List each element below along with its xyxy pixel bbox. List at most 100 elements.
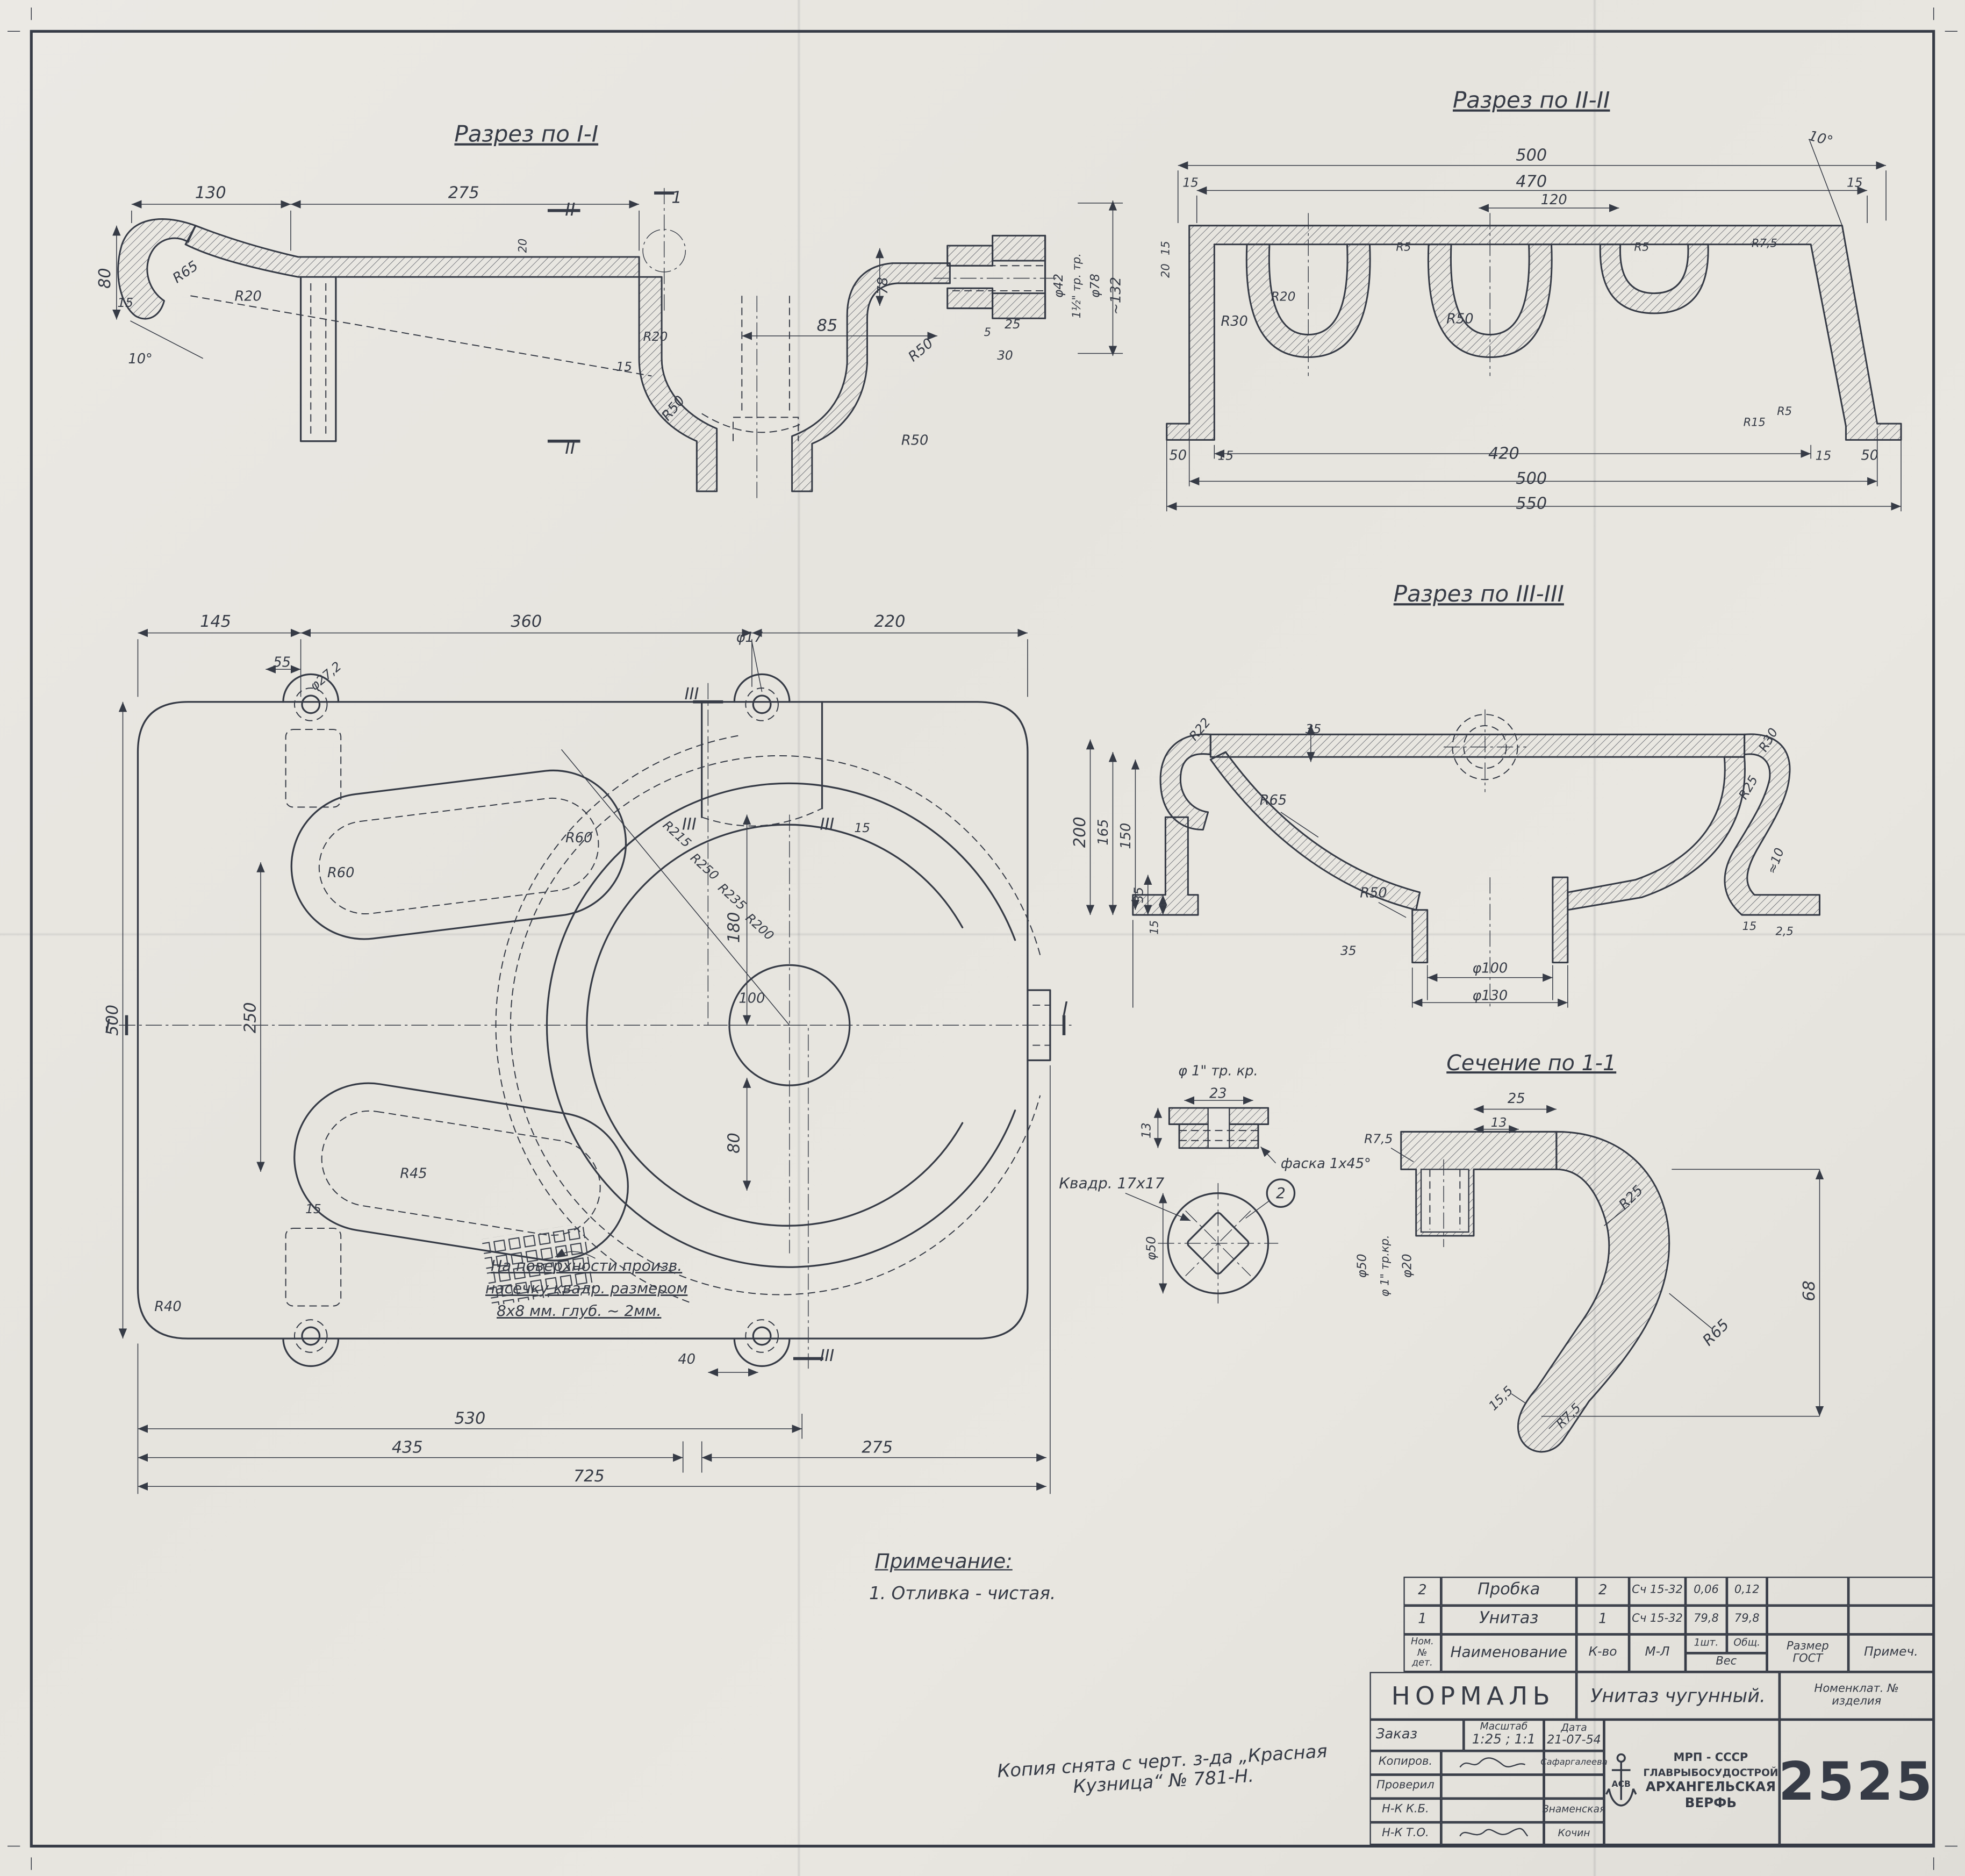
foot-pad-lower	[293, 1082, 629, 1262]
dim-label: 35	[1340, 944, 1357, 958]
deck-and-feet-section	[1166, 225, 1902, 441]
dim-label: 250	[241, 1002, 260, 1033]
crop-marks	[7, 7, 1957, 1870]
part-row-weight-one: 0,06	[1686, 1577, 1727, 1606]
tapped-hole	[1420, 1169, 1469, 1233]
dim-label: 55	[273, 654, 291, 670]
dim-label: R200	[743, 911, 777, 943]
dim-label: R50	[1360, 885, 1387, 901]
dim-label: насечку квадр. размером	[485, 1279, 687, 1297]
header-weight-total: Общ.	[1726, 1634, 1767, 1653]
dim-label: φ 1" тр.кр.	[1378, 1235, 1391, 1297]
dim-label: 360	[511, 612, 542, 631]
dim-label: Квадр. 17х17	[1059, 1174, 1164, 1192]
part-balloon	[1266, 1178, 1296, 1208]
funnel-wall	[1411, 909, 1429, 964]
dim-label: 15	[305, 1202, 321, 1216]
part-row-size	[1767, 1577, 1849, 1606]
funnel-right-wall	[791, 262, 951, 492]
header-weight-one: 1шт.	[1686, 1634, 1727, 1653]
signature-copied	[1459, 1757, 1526, 1767]
dim-label: Разрез по I-I	[454, 120, 598, 147]
dim-label: 15	[1159, 241, 1172, 255]
dim-label: 35	[1306, 722, 1322, 736]
dim-label: III	[820, 1347, 834, 1365]
header-material: М-Л	[1629, 1634, 1686, 1672]
role-name	[1544, 1774, 1604, 1799]
dim-label: φ100	[1472, 960, 1508, 976]
dim-label: 50	[1861, 448, 1878, 464]
dim-label: 120	[1541, 192, 1567, 208]
dim-label: φ78	[1088, 274, 1102, 298]
dim-label: φ 1" тр. кр.	[1178, 1063, 1258, 1079]
dim-label: 2,5	[1776, 925, 1794, 937]
dim-label: I	[1063, 999, 1068, 1020]
dim-label: 165	[1095, 819, 1111, 846]
dim-label: R20	[234, 289, 261, 305]
funnel-wall	[1552, 876, 1569, 964]
knurl-grid	[481, 1223, 594, 1306]
rim-hook-section	[1517, 1130, 1670, 1453]
outlet-wall	[946, 287, 994, 310]
part-row-weight-total: 79,8	[1726, 1605, 1767, 1635]
org-line: МРП - СССР	[1673, 1752, 1748, 1765]
dim-label: R65	[1699, 1316, 1732, 1349]
dim-label: 30	[997, 348, 1013, 363]
dim-label: 130	[195, 183, 226, 202]
dim-label: 20	[1159, 263, 1172, 278]
dim-label: R5	[1634, 240, 1649, 253]
signature-cell	[1441, 1822, 1544, 1845]
dim-label: φ50	[1144, 1236, 1159, 1261]
product-title: Унитаз чугунный.	[1576, 1672, 1780, 1720]
dim-label: 8х8 мм. глуб. ~ 2мм.	[497, 1302, 661, 1320]
dim-label: φ130	[1472, 988, 1508, 1004]
dim-label: 15	[1742, 920, 1757, 933]
part-row-note	[1848, 1577, 1934, 1606]
header-qty: К-во	[1576, 1634, 1630, 1672]
part-row-size	[1767, 1605, 1849, 1635]
dim-label: 530	[454, 1409, 485, 1428]
dim-label: R40	[154, 1299, 181, 1315]
dim-label: R50	[901, 433, 928, 449]
part-row-material: Сч 15-32	[1629, 1605, 1686, 1635]
part-row-qty: 1	[1576, 1605, 1630, 1635]
dim-label: 150	[1118, 823, 1134, 849]
inlet-channel	[701, 701, 823, 818]
part-row-num: 2	[1403, 1577, 1442, 1606]
dim-label: 15	[1816, 449, 1832, 463]
role-label: Н-К К.Б.	[1369, 1798, 1442, 1823]
dim-label: 23	[1209, 1085, 1227, 1101]
spigot-wall	[992, 292, 1046, 319]
dim-label: 500	[1516, 146, 1547, 164]
dim-label: 78	[875, 277, 891, 295]
dim-label: Сечение по 1-1	[1446, 1051, 1616, 1076]
dim-label: R250	[687, 850, 721, 883]
header-name: Наименование	[1441, 1634, 1577, 1672]
dim-label: 25	[1508, 1091, 1525, 1107]
role-name: Кочин	[1544, 1822, 1604, 1845]
part-row-qty: 2	[1576, 1577, 1630, 1606]
dim-label: Разрез по III-III	[1394, 581, 1564, 607]
left-rim-curl	[1159, 733, 1211, 831]
dim-label: 25	[1005, 317, 1021, 332]
dim-label: III	[820, 815, 834, 834]
section-cut-marks	[547, 191, 675, 443]
dim-label: I	[105, 1016, 110, 1037]
dim-label: 145	[200, 612, 231, 631]
dim-label: R60	[565, 830, 592, 846]
dim-label: 15	[117, 296, 133, 310]
right-bowl-band	[1567, 756, 1746, 911]
dim-label: R235	[715, 880, 749, 913]
dim-label: φ20	[1400, 1254, 1414, 1278]
dim-label: 68	[1800, 1280, 1819, 1301]
dim-label: R60	[327, 865, 354, 881]
dim-label: 180	[725, 912, 744, 943]
